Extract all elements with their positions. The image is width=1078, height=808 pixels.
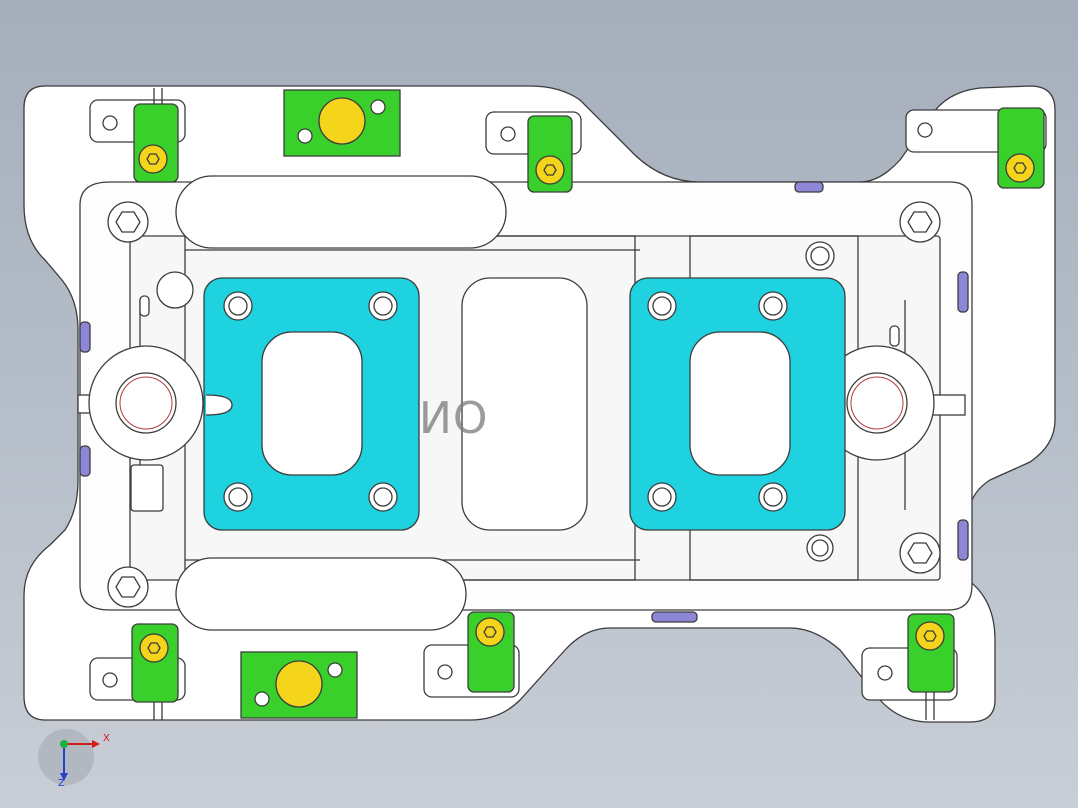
bottom-long-slot xyxy=(175,557,467,631)
clamp-bracket xyxy=(89,623,186,720)
pin-boss xyxy=(156,271,194,309)
clamp-bracket xyxy=(423,611,520,698)
slot-insert-right-top xyxy=(957,271,969,313)
slot-insert-left-bottom xyxy=(79,445,91,477)
axis-triad xyxy=(38,729,100,785)
small-slot xyxy=(889,325,900,347)
locator-block-top xyxy=(283,89,401,157)
slot-insert-right-bottom xyxy=(957,519,969,561)
locating-disc-right xyxy=(819,345,966,461)
slot-insert-left-top xyxy=(79,321,91,353)
slot-insert-top xyxy=(794,181,824,193)
clamp-pad-left xyxy=(203,277,420,531)
hex-screw xyxy=(899,532,941,574)
slot-insert-bottom xyxy=(651,611,698,623)
hex-screw xyxy=(107,201,149,243)
y-axis-dot xyxy=(60,740,68,748)
clamp-bracket xyxy=(485,111,582,193)
hex-screw xyxy=(899,201,941,243)
dowel-hole xyxy=(805,241,835,271)
locating-disc-left xyxy=(77,345,204,461)
small-slot xyxy=(139,295,150,317)
clamp-bracket xyxy=(89,88,186,183)
dowel-hole xyxy=(806,534,834,562)
side-pocket xyxy=(130,464,164,512)
locator-block-bottom xyxy=(240,651,358,719)
clamp-bracket xyxy=(861,613,958,720)
x-axis-label: X xyxy=(103,733,110,744)
z-axis-label: Z xyxy=(58,778,65,789)
clamp-bracket xyxy=(905,107,1047,189)
center-window xyxy=(461,277,588,531)
top-long-slot xyxy=(175,175,507,249)
part-marking-text: ON xyxy=(418,393,488,444)
hex-screw xyxy=(107,566,149,608)
clamp-pad-right xyxy=(629,277,846,531)
